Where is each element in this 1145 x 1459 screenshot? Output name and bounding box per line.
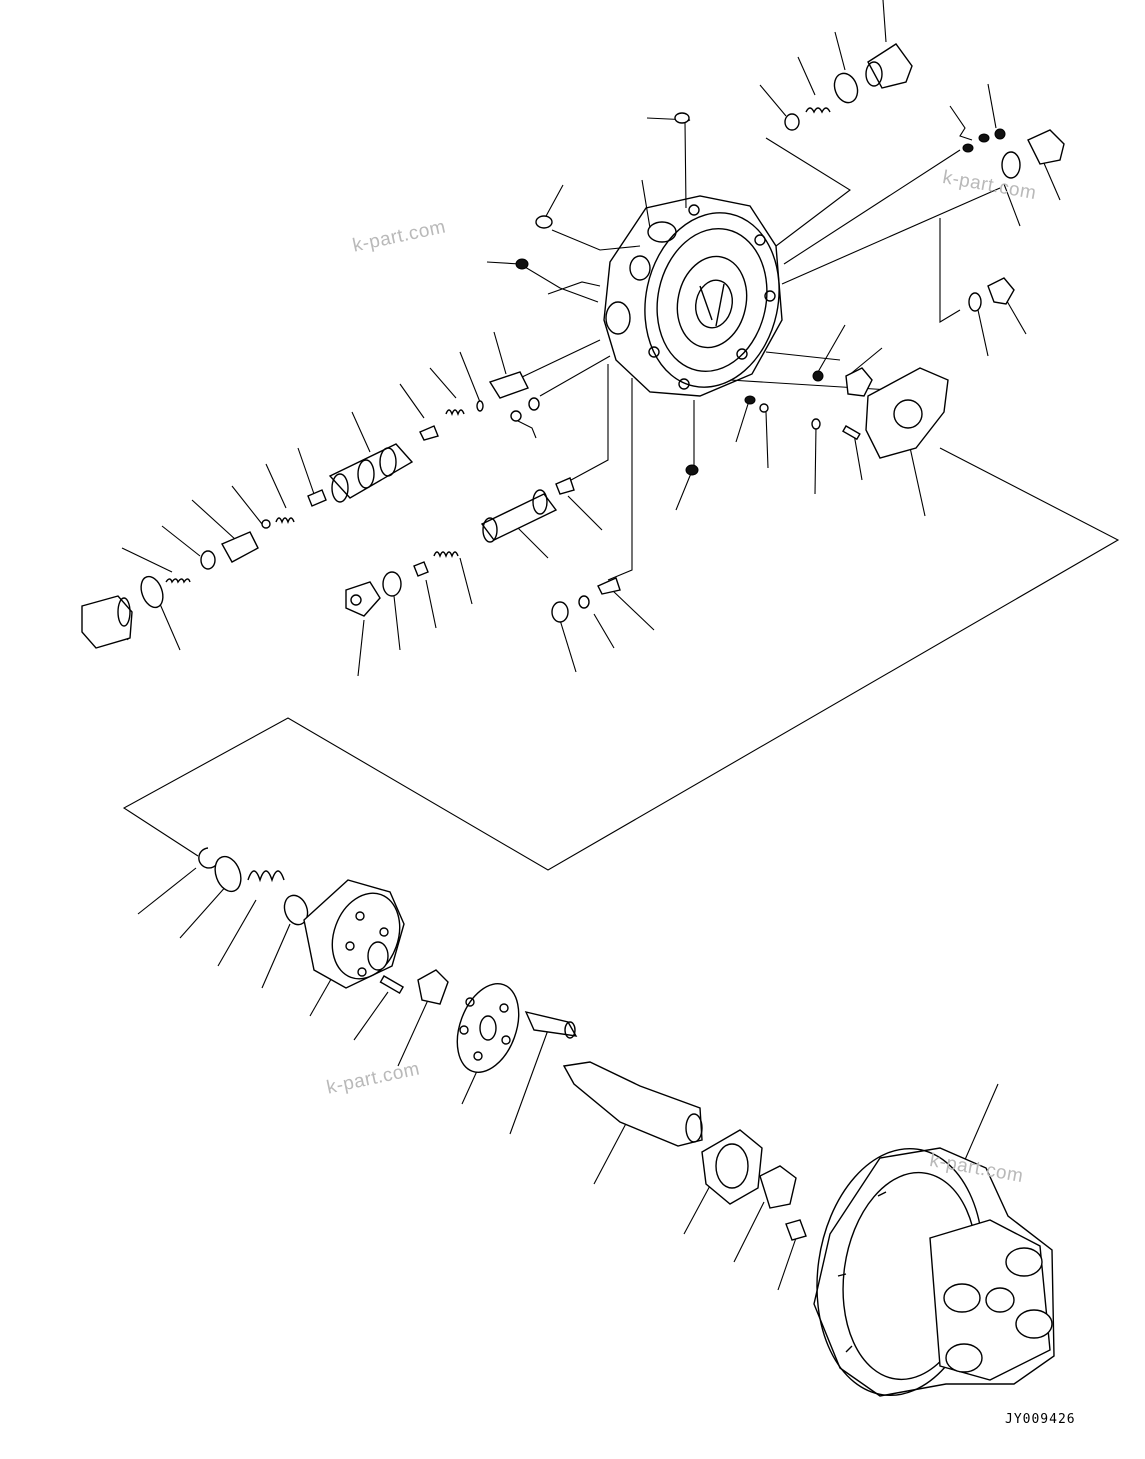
valve-block (603, 195, 783, 397)
rotating-group (137, 847, 999, 1291)
spool-assembly-upper (81, 331, 540, 651)
spool-assembly-lower (345, 477, 655, 677)
group-bracket-lines (122, 447, 1120, 871)
motor-housing (813, 1147, 1055, 1397)
drawing-code: JY009426 (1005, 1412, 1076, 1427)
upper-right-fittings (515, 43, 1065, 476)
